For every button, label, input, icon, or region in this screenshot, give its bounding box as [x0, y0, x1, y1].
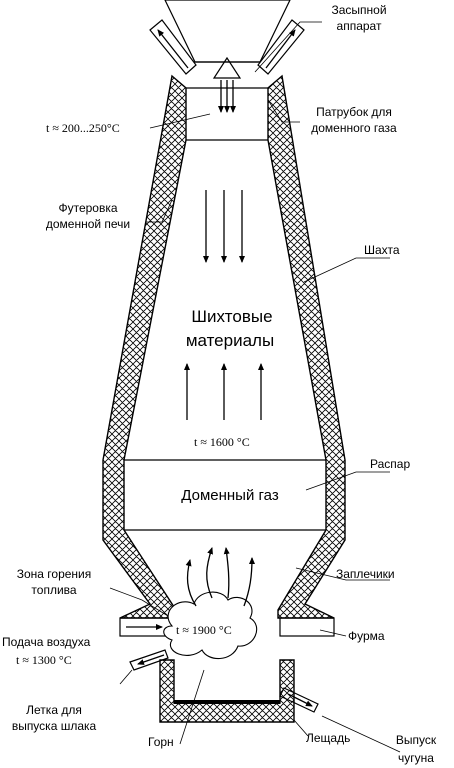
label-combustion-1: Зона горения	[17, 567, 92, 581]
combustion-cloud	[163, 591, 258, 660]
leader-lines	[109, 21, 401, 753]
shaft-lines	[124, 459, 326, 531]
hearth-wall-left	[159, 659, 295, 723]
label-combustion-2: топлива	[31, 583, 76, 597]
label-shaft: Шахта	[364, 243, 400, 257]
label-flame-temp: t ≈ 1900 °C	[176, 623, 232, 637]
label-gas-pipe-1: Патрубок для	[316, 105, 392, 119]
charging-hopper	[164, 0, 291, 79]
left-lining	[102, 74, 187, 619]
iron-tap	[279, 687, 319, 713]
combustion-arrows	[185, 547, 255, 607]
label-bosh-parallel: Распар	[370, 457, 410, 471]
label-air-supply: Подача воздуха	[2, 635, 91, 649]
label-slag-2: выпуска шлака	[12, 719, 97, 733]
slag-notch	[129, 649, 169, 671]
label-gas-pipe-2: доменного газа	[311, 121, 397, 135]
label-charger-1: Засыпной	[331, 3, 386, 17]
gas-up-arrows	[184, 363, 264, 420]
label-iron-tap-1: Выпуск	[396, 733, 437, 747]
top-gas-arrows	[218, 80, 236, 113]
hearth-bottom-line	[174, 700, 280, 704]
label-charge-1: Шихтовые	[191, 307, 272, 326]
label-tuyere: Фурма	[348, 629, 385, 643]
label-top-temp: t ≈ 200...250°C	[46, 121, 120, 135]
right-lining	[267, 74, 346, 619]
label-air-temp: t ≈ 1300 °C	[16, 653, 72, 667]
label-lining-2: доменной печи	[46, 217, 130, 231]
gas-pipes	[149, 19, 305, 75]
label-hearth: Горн	[148, 735, 174, 749]
label-slag-1: Летка для	[26, 703, 82, 717]
label-blast-gas: Доменный газ	[181, 487, 279, 504]
charge-down-arrows	[203, 190, 245, 263]
tuyere-right	[279, 617, 335, 637]
label-charge-2: материалы	[186, 331, 274, 350]
label-bosh: Заплечики	[336, 567, 395, 581]
label-hearth-bottom: Лещадь	[306, 731, 350, 745]
label-charger-2: аппарат	[337, 19, 382, 33]
label-iron-tap-2: чугуна	[398, 751, 434, 765]
label-lining-1: Футеровка	[58, 201, 117, 215]
label-mid-temp: t ≈ 1600 °C	[194, 435, 250, 449]
